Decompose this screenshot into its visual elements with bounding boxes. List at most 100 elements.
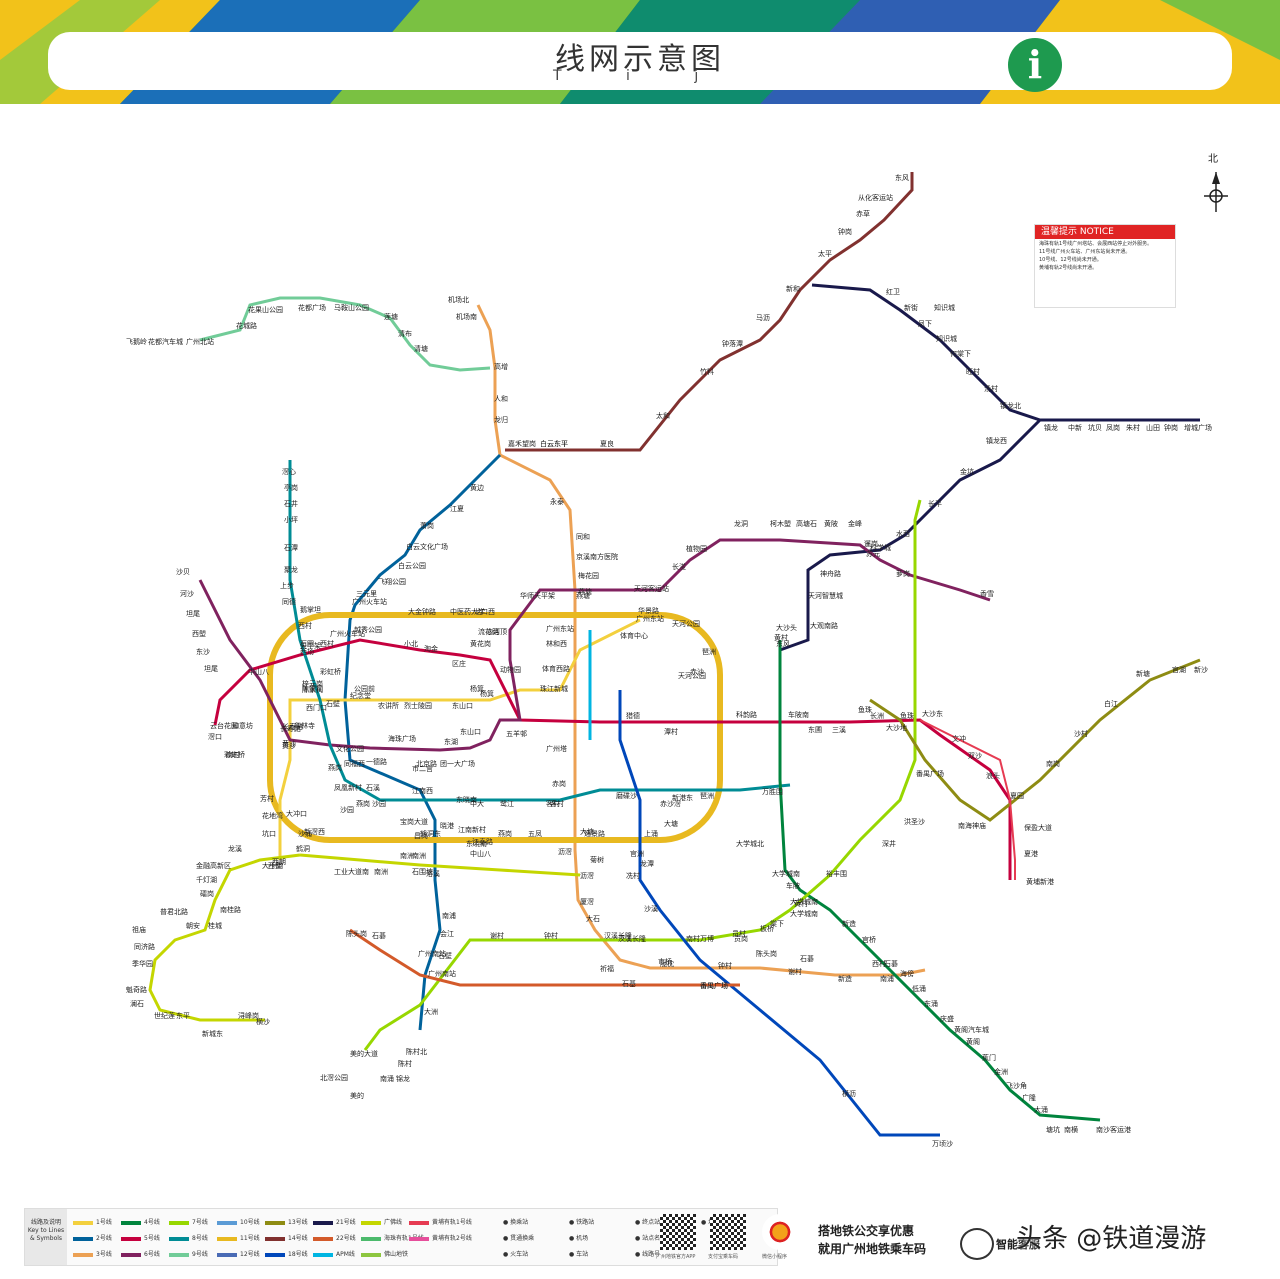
station-label: 琶洲 — [700, 792, 714, 800]
legend-label: 14号线 — [288, 1235, 308, 1242]
station-label: 黄沙 — [282, 742, 296, 750]
station-label: 新城东 — [202, 1030, 223, 1038]
legend-item: 12号线 — [217, 1249, 260, 1258]
station-label: 美的大道 — [350, 1050, 378, 1058]
station-label: 体育中心 — [620, 632, 648, 640]
line-7 — [363, 499, 922, 1051]
legend-item: 11号线 — [217, 1233, 260, 1242]
station-label: 南洲 — [412, 852, 426, 860]
station-label: 天平架 — [300, 642, 321, 650]
station-label: 普君北路 — [160, 908, 188, 916]
legend-swatch — [361, 1220, 381, 1225]
station-label: 世纪莲 — [154, 1012, 175, 1020]
station-label: 凤凰新村 — [334, 784, 362, 792]
station-label: 东晓南 — [466, 840, 487, 848]
station-label: 祈福 — [600, 965, 614, 973]
station-label: 高塘石 — [796, 520, 817, 528]
station-label: 长寿路 — [280, 725, 301, 733]
station-label: 广州南站 — [418, 950, 446, 958]
alipay-qr-code[interactable] — [710, 1214, 746, 1250]
station-label: 五凤 — [528, 830, 542, 838]
legend-label: 2号线 — [96, 1235, 112, 1242]
station-label: 黄阁汽车城 — [954, 1026, 989, 1034]
station-label: 清布 — [398, 330, 412, 338]
legend-label: APM线 — [336, 1251, 355, 1258]
station-label: 文化公园 — [336, 745, 364, 753]
promo-line-1: 搭地铁公交享优惠 — [818, 1224, 915, 1238]
station-label: 水西 — [896, 530, 910, 538]
station-label: 镇龙 — [1044, 424, 1058, 432]
station-label: 文冲 — [952, 735, 966, 743]
smart-service-icon[interactable] — [960, 1228, 994, 1260]
legend-swatch — [361, 1236, 381, 1241]
station-label: 龙归 — [494, 416, 508, 424]
app-qr-code[interactable] — [660, 1214, 696, 1250]
station-label: 越秀公园 — [354, 626, 382, 634]
wechat-mini-program-icon[interactable] — [762, 1214, 798, 1250]
legend-item: 6号线 — [121, 1249, 160, 1258]
station-label: 洪圣沙 — [904, 818, 925, 826]
notice-line: 黄埔有轨2号线尚未开通。 — [1039, 265, 1098, 271]
station-label: 菊树 — [590, 856, 604, 864]
legend-symbol: ● 贯通换乘 — [503, 1235, 535, 1242]
station-label: 南村 — [226, 751, 240, 759]
station-label: 广州塔 — [546, 745, 567, 753]
line-1 — [278, 618, 641, 860]
info-icon[interactable]: i — [1008, 38, 1062, 92]
station-label: 石壁 — [438, 952, 452, 960]
station-label: 机场北 — [448, 296, 469, 304]
legend-item: 13号线 — [265, 1217, 308, 1226]
station-label: 飞鹅岭 — [126, 338, 147, 346]
station-label: 黄沙 — [282, 740, 296, 748]
station-label: 鹅掌坦 — [300, 606, 321, 614]
promo-line-2: 就用广州地铁乘车码 — [818, 1242, 927, 1256]
station-label: 官桥 — [862, 936, 876, 944]
station-label: 黄边 — [470, 484, 484, 492]
station-label: 珠江新城 — [540, 685, 568, 693]
station-label: 聚龙 — [284, 566, 298, 574]
station-label: 江南新村 — [458, 826, 486, 834]
legend-label: 1号线 — [96, 1219, 112, 1226]
compass-label: 北 — [1208, 154, 1218, 165]
station-label: 晓港 — [440, 822, 454, 830]
station-label: 季华园 — [132, 960, 153, 968]
station-label: 南浦 — [442, 912, 456, 920]
station-label: 黄村 — [794, 900, 808, 908]
station-label: 赤岗 — [552, 780, 566, 788]
promo-text: 搭地铁公交享优惠 就用广州地铁乘车码 — [818, 1222, 926, 1258]
station-label: 上涌 — [644, 830, 658, 838]
station-label: 镇龙西 — [986, 437, 1007, 445]
station-label: 流花路 — [478, 628, 499, 636]
station-label: 公园前 — [354, 685, 375, 693]
station-label: 金洲 — [994, 1068, 1008, 1076]
station-label: 西村 — [298, 622, 312, 630]
station-label: 厦滘 — [580, 898, 594, 906]
station-label: 滘心 — [282, 468, 296, 476]
legend-symbol: ● 火车站 — [503, 1251, 529, 1258]
station-label: 黄村 — [774, 634, 788, 642]
legend-symbol: ● 机场 — [569, 1235, 589, 1242]
station-label: 广州火车站 — [330, 630, 365, 638]
line-13 — [869, 658, 1201, 822]
station-label: 大石 — [586, 915, 600, 923]
station-label: 香雪 — [980, 590, 994, 598]
line-14 — [505, 172, 914, 452]
station-label: 市二宫 — [412, 765, 433, 773]
legend-swatch — [217, 1252, 237, 1257]
station-label: 天河客运站 — [634, 585, 669, 593]
station-label: 花都广场 — [298, 304, 326, 312]
station-label: 飞翔公园 — [378, 578, 406, 586]
station-label: 西塱 — [192, 630, 206, 638]
station-label: 新滘西 — [304, 828, 325, 836]
station-label: 华师 — [520, 592, 534, 600]
legend-item: 2号线 — [73, 1233, 112, 1242]
station-label: 烈士陵园 — [404, 702, 432, 710]
legend-label: 黄埔有轨1号线 — [432, 1219, 472, 1226]
station-label: 横沥 — [842, 1090, 856, 1098]
station-label: 南浦 — [880, 975, 894, 983]
station-label: 陈头岗 — [756, 950, 777, 958]
station-label: 南桂路 — [220, 906, 241, 914]
station-label: 朱村 — [1126, 424, 1140, 432]
legend-swatch — [409, 1236, 429, 1241]
station-label: 番禺广场 — [700, 982, 728, 990]
